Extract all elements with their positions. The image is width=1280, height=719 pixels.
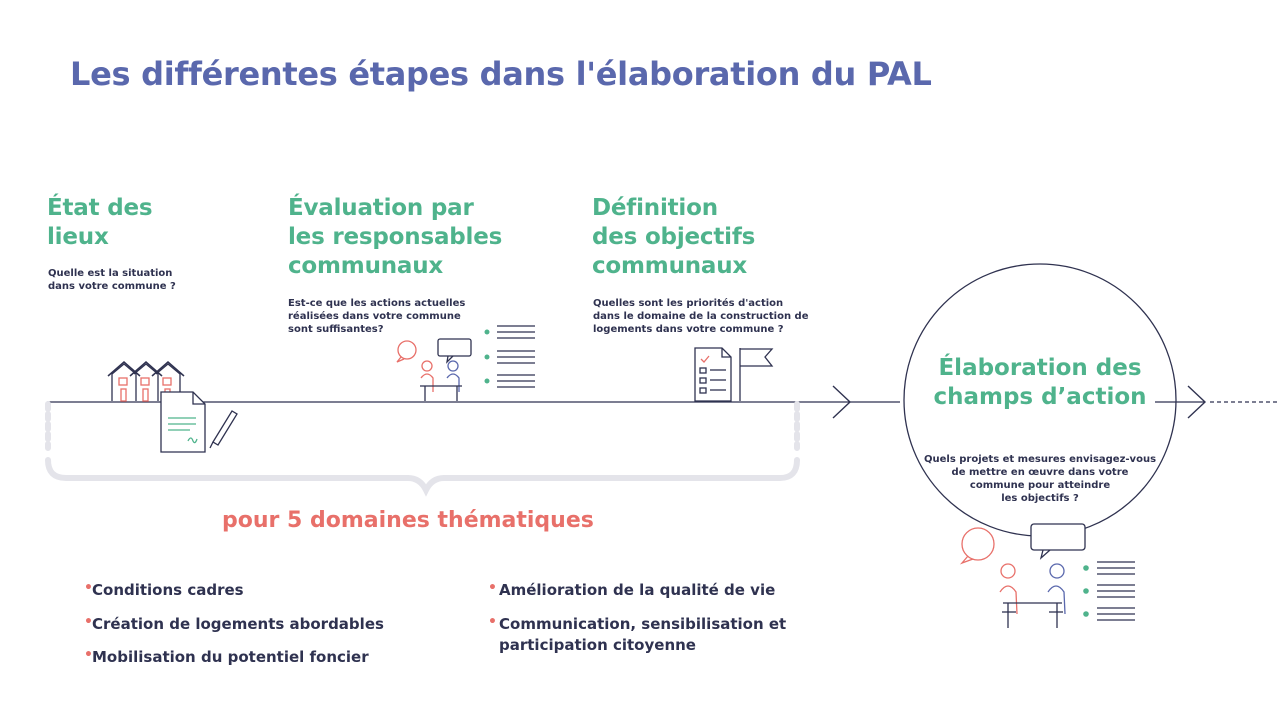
checklist-icon bbox=[484, 325, 535, 388]
domains-heading: pour 5 domaines thématiques bbox=[222, 508, 594, 533]
chevron-right-icon bbox=[1187, 385, 1207, 419]
domain-item: Communication, sensibilisation et partic… bbox=[499, 615, 787, 654]
final-step-title: Élaboration des champs d’action bbox=[933, 355, 1147, 410]
final-step-question: Quels projets et mesures envisagez-vous … bbox=[923, 454, 1157, 504]
document-pen-icon bbox=[160, 391, 238, 453]
bullet-icon: • bbox=[84, 614, 93, 630]
step-2-title: Évaluation par les responsables communau… bbox=[288, 195, 503, 279]
step-3-title: Définition des objectifs communaux bbox=[592, 195, 756, 279]
checklist-flag-icon bbox=[694, 347, 774, 402]
meeting-icon bbox=[396, 338, 472, 401]
bullet-icon: • bbox=[84, 580, 93, 596]
houses-icon bbox=[107, 361, 185, 402]
domain-item: Conditions cadres bbox=[92, 581, 244, 599]
domain-item: Mobilisation du potentiel foncier bbox=[92, 648, 369, 666]
step-3-question: Quelles sont les priorités d'action dans… bbox=[593, 298, 809, 335]
checklist-icon-final bbox=[1083, 561, 1135, 621]
step-1-title: État des lieux bbox=[47, 195, 153, 250]
domain-item: Création de logements abordables bbox=[92, 615, 384, 633]
step-1-question: Quelle est la situation dans votre commu… bbox=[48, 268, 176, 292]
bullet-icon: • bbox=[488, 580, 497, 596]
chevron-right-icon bbox=[832, 385, 852, 419]
bullet-icon: • bbox=[488, 614, 497, 630]
domain-brace bbox=[45, 401, 800, 497]
domain-item: Amélioration de la qualité de vie bbox=[499, 581, 776, 599]
meeting-icon-final bbox=[959, 523, 1086, 628]
step-2-question: Est-ce que les actions actuelles réalisé… bbox=[288, 298, 466, 335]
bullet-icon: • bbox=[84, 647, 93, 663]
page-title: Les différentes étapes dans l'élaboratio… bbox=[70, 55, 932, 93]
